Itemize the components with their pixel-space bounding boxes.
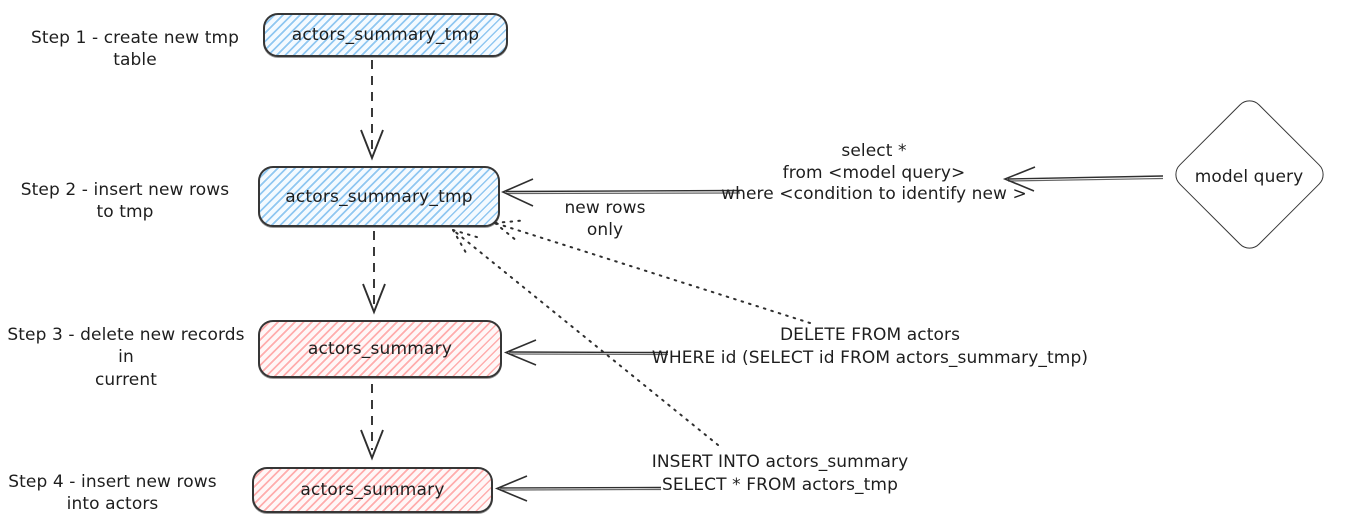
step-3-label: Step 3 - delete new records in current (7, 325, 245, 390)
node-label: actors_summary_tmp (285, 186, 473, 207)
select-query-text: select * from <model query> where <condi… (721, 141, 1027, 204)
arrow-step1-to-step2 (360, 60, 384, 161)
node-actors-summary-tmp-step1: actors_summary_tmp (263, 13, 508, 57)
new-rows-only-label: new rows only (564, 198, 646, 241)
node-label: actors_summary_tmp (291, 25, 480, 45)
model-query-label: model query (1194, 167, 1304, 187)
node-actors-summary-step3: actors_summary (258, 320, 502, 378)
arrow-step2-to-step3 (362, 231, 386, 315)
step-4-label: Step 4 - insert new rows into actors (8, 472, 217, 515)
node-label: actors_summary (307, 339, 453, 359)
step-1-label: Step 1 - create new tmp table (30, 28, 240, 71)
insert-query-text: INSERT INTO actors_summary SELECT * FROM… (651, 452, 909, 495)
arrow-delete-to-actors-summary (503, 339, 669, 366)
arrow-step3-to-step4 (360, 384, 384, 461)
step-2-label: Step 2 - insert new rows to tmp (20, 180, 230, 223)
delete-query-text: DELETE FROM actors WHERE id (SELECT id F… (651, 325, 1089, 368)
node-actors-summary-tmp-step2: actors_summary_tmp (258, 166, 500, 227)
node-actors-summary-step4: actors_summary (252, 467, 493, 513)
arrow-insert-to-actors-summary (494, 475, 662, 502)
node-label: actors_summary (300, 480, 445, 500)
